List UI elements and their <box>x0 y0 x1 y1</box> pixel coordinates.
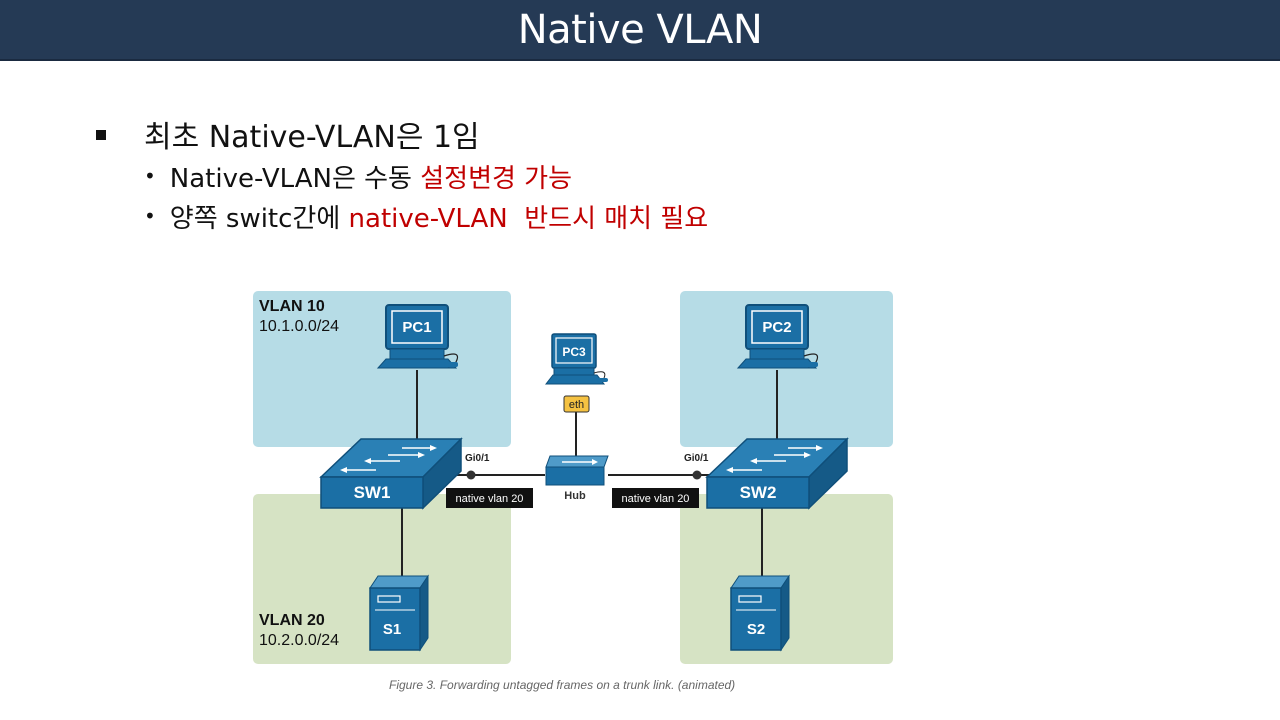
bullet-level2: • Native-VLAN은 수동 설정변경 가능 <box>144 156 708 196</box>
bullet-highlight: 설정변경 가능 <box>420 163 573 194</box>
bullet-text: 최초 Native-VLAN은 1임 <box>144 120 480 155</box>
hub-icon[interactable]: Hub <box>545 455 609 502</box>
pc1-icon[interactable]: PC1 <box>376 304 459 369</box>
bullet-highlight: native-VLAN 반드시 매치 필요 <box>348 203 709 234</box>
slide-title: Native VLAN <box>517 6 763 53</box>
square-bullet-icon <box>96 130 106 140</box>
dot-bullet-icon: • <box>144 164 156 188</box>
native-vlan-tag-right <box>612 488 699 508</box>
pc1-label: PC1 <box>402 319 431 336</box>
port-dot-right <box>692 470 702 480</box>
dot-bullet-icon: • <box>144 204 156 228</box>
port-dot-left <box>466 470 476 480</box>
sw1-icon[interactable]: SW1 <box>319 437 463 510</box>
s2-label: S2 <box>747 621 765 638</box>
native-vlan-tag-left <box>446 488 533 508</box>
bullet-list: 최초 Native-VLAN은 1임 • Native-VLAN은 수동 설정변… <box>96 112 708 236</box>
pc3-icon[interactable]: PC3 <box>544 333 608 385</box>
vlan10-region-right <box>680 291 893 447</box>
pc3-label: PC3 <box>562 345 586 359</box>
native-vlan-label-right: native vlan 20 <box>622 493 690 505</box>
eth-tag <box>563 395 590 413</box>
vlan20-subnet: 10.2.0.0/24 <box>259 632 339 649</box>
s1-server-icon[interactable]: S1 <box>369 574 429 652</box>
hub-label: Hub <box>564 490 586 502</box>
sw1-label: SW1 <box>354 483 391 502</box>
vlan10-subnet: 10.1.0.0/24 <box>259 318 339 335</box>
bullet-level2: • 양쪽 switc간에 native-VLAN 반드시 매치 필요 <box>144 196 708 236</box>
bullet-text: Native-VLAN은 수동 <box>169 163 421 194</box>
sw2-icon[interactable]: SW2 <box>705 437 849 510</box>
s2-server-icon[interactable]: S2 <box>730 574 790 652</box>
vlan10-name: VLAN 10 <box>259 298 325 315</box>
vlan20-name: VLAN 20 <box>259 612 325 629</box>
eth-label: eth <box>569 399 584 411</box>
pc2-label: PC2 <box>762 319 791 336</box>
s1-label: S1 <box>383 621 401 638</box>
native-vlan-label-left: native vlan 20 <box>456 493 524 505</box>
slide-title-bar: Native VLAN <box>0 0 1280 61</box>
sw2-label: SW2 <box>740 483 777 502</box>
bullet-text: 양쪽 switc간에 <box>169 203 349 234</box>
pc2-icon[interactable]: PC2 <box>736 304 819 369</box>
port-label-left: Gi0/1 <box>465 453 490 464</box>
figure-caption: Figure 3. Forwarding untagged frames on … <box>389 678 736 692</box>
bullet-level1: 최초 Native-VLAN은 1임 <box>96 112 708 156</box>
port-label-right: Gi0/1 <box>684 453 709 464</box>
